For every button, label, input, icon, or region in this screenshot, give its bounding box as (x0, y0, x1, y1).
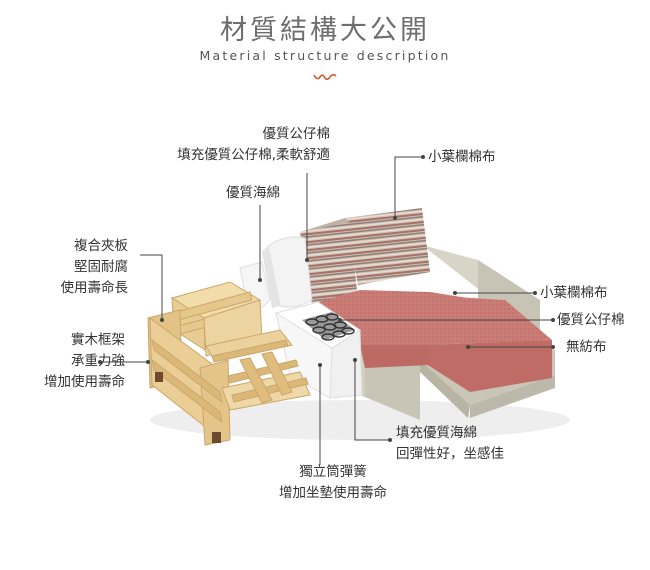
label-spring-line1: 獨立筒彈簧 (299, 464, 367, 480)
armrest-sponge (262, 236, 313, 308)
label-fabric-back: 小葉欄棉布 (428, 149, 496, 165)
label-plywood-line2: 堅固耐腐 (74, 259, 128, 275)
label-frame-line1: 實木框架 (71, 332, 125, 348)
sofa-foot-front (212, 432, 221, 443)
page-title: 材質結構大公開 (220, 15, 430, 46)
backrest-cushions (300, 208, 430, 305)
wave-divider-icon (313, 73, 337, 81)
label-sponge-fill: 填充優質海綿 回彈性好，坐感佳 (396, 423, 504, 465)
label-cotton-top: 優質公仔棉 填充優質公仔棉,柔軟舒適 (158, 124, 330, 166)
leader-lines (100, 156, 553, 465)
label-frame: 實木框架 承重力強 增加使用壽命 (20, 330, 125, 393)
label-fabric-seat: 小葉欄棉布 (540, 285, 608, 301)
label-sponge-fill-line2: 回彈性好，坐感佳 (396, 446, 504, 462)
label-plywood: 複合夾板 堅固耐腐 使用壽命長 (40, 236, 129, 299)
sofa-foot-left (155, 372, 163, 382)
label-spring: 獨立筒彈簧 增加坐墊使用壽命 (258, 462, 408, 504)
label-cotton-top-line1: 優質公仔棉 (262, 126, 331, 142)
label-frame-line3: 增加使用壽命 (44, 374, 125, 390)
label-sponge-top: 優質海綿 (226, 185, 280, 201)
label-spring-line2: 增加坐墊使用壽命 (279, 485, 387, 501)
label-plywood-line3: 使用壽命長 (60, 280, 129, 296)
seat-cushion (318, 290, 505, 368)
page-subtitle: Material structure description (199, 48, 451, 63)
label-nonwoven: 無紡布 (566, 339, 607, 355)
label-plywood-line1: 複合夾板 (74, 238, 128, 254)
wood-frame (147, 281, 311, 446)
label-cotton-top-line2: 填充優質公仔棉,柔軟舒適 (177, 147, 330, 163)
spring-coils (302, 312, 355, 341)
leader-dots (98, 155, 555, 442)
label-sponge-fill-line1: 填充優質海綿 (396, 425, 477, 441)
label-frame-line2: 承重力強 (71, 353, 125, 369)
label-cotton-right: 優質公仔棉 (557, 312, 625, 328)
